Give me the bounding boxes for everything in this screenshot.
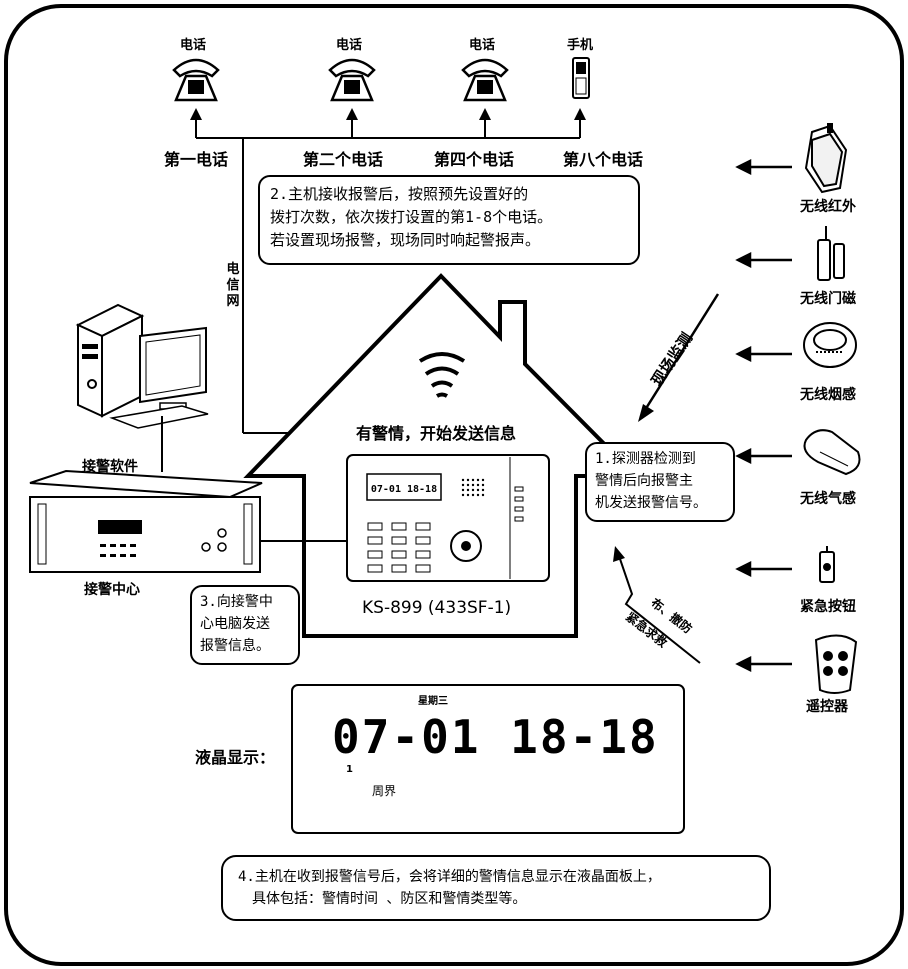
sensor-label: 无线烟感 <box>800 387 856 403</box>
on-site-monitor-arrow <box>638 293 720 422</box>
telephone-icon <box>172 58 220 102</box>
lcd-panel <box>291 684 685 834</box>
note2-line: 若设置现场报警，现场同时响起警报声。 <box>270 231 541 249</box>
model-label: KS-899 (433SF-1) <box>362 598 512 618</box>
infrared-sensor-icon <box>804 123 848 194</box>
phone-arrowheads <box>190 108 586 120</box>
note4-text: 4.主机在收到报警信号后，会将详细的警情信息显示在液晶面板上， 具体包括：警情时… <box>238 866 661 910</box>
note4-line: 具体包括：警情时间 、防区和警情类型等。 <box>252 891 527 907</box>
door-sensor-icon <box>817 226 845 281</box>
outer-frame <box>4 4 904 966</box>
lcd-weekday: 星期三 <box>418 696 448 707</box>
note4-box <box>221 855 771 921</box>
wireless-signal-icon <box>418 352 466 398</box>
phone-bottom-label: 第二个电话 <box>303 150 384 169</box>
smoke-sensor-icon <box>803 322 857 368</box>
phone-top-label: 电话 <box>469 38 496 53</box>
phone-network-lines <box>195 118 581 434</box>
lcd-time: 07-01 18-18 <box>332 710 659 764</box>
sensor-arrows <box>735 158 792 673</box>
mobile-phone-icon <box>572 57 590 99</box>
note1-line: 机发送报警信号。 <box>595 495 707 511</box>
device-lcd <box>366 473 442 501</box>
note1-box: 1.探测器检测到 警情后向报警主 机发送报警信号。 <box>585 442 735 522</box>
note3-box: 3.向接警中 心电脑发送 报警信息。 <box>190 585 300 665</box>
phone-top-label: 电话 <box>336 38 363 53</box>
alarm-center-label: 接警中心 <box>84 582 140 598</box>
device-keypad <box>367 522 431 573</box>
phone-bottom-label: 第八个电话 <box>563 150 644 169</box>
note3-line: 心电脑发送 <box>200 616 270 632</box>
sensor-label: 无线门磁 <box>800 291 856 307</box>
note4-line: 4.主机在收到报警信号后，会将详细的警情信息显示在液晶面板上， <box>238 869 661 885</box>
sensor-label: 遥控器 <box>806 699 848 715</box>
gas-sensor-icon <box>803 429 861 476</box>
note1-line: 警情后向报警主 <box>595 473 693 489</box>
phone-top-label: 电话 <box>180 38 207 53</box>
telephone-icon <box>328 58 376 102</box>
note2-box: 2.主机接收报警后，按照预先设置好的 拨打次数，依次拨打设置的第1-8个电话。 … <box>258 175 640 265</box>
alarm-center-rack-icon <box>29 469 263 573</box>
telecom-network-label: 电信网 <box>226 262 240 309</box>
note3-line: 3.向接警中 <box>200 594 273 610</box>
alarm-message: 有警情，开始发送信息 <box>356 424 517 443</box>
telephone-icon <box>461 58 509 102</box>
device-status-leds <box>514 486 524 522</box>
sensor-label: 无线气感 <box>800 491 856 507</box>
remote-signal-arrow <box>613 546 701 664</box>
device-lcd-text: 07-01 18-18 <box>371 484 437 495</box>
lcd-zone: 1 <box>346 764 353 775</box>
computer-icon <box>75 303 209 429</box>
note1-line: 1.探测器检测到 <box>595 451 696 467</box>
lcd-label: 液晶显示： <box>195 748 276 767</box>
sensor-label: 无线红外 <box>800 199 856 215</box>
emergency-button-icon <box>819 546 835 583</box>
sensor-label: 紧急按钮 <box>800 599 856 615</box>
alarm-host-device: 07-01 18-18 <box>346 454 550 582</box>
phone-bottom-label: 第四个电话 <box>434 150 515 169</box>
remote-control-icon <box>814 634 858 694</box>
phone-bottom-label: 第一电话 <box>164 150 229 169</box>
note2-line: 拨打次数，依次拨打设置的第1-8个电话。 <box>270 208 553 226</box>
alarm-software-label: 接警软件 <box>82 459 138 475</box>
note3-line: 报警信息。 <box>200 638 270 654</box>
lcd-type: 周界 <box>372 784 397 798</box>
note2-line: 2.主机接收报警后，按照预先设置好的 <box>270 185 529 203</box>
phone-top-label: 手机 <box>567 38 594 53</box>
